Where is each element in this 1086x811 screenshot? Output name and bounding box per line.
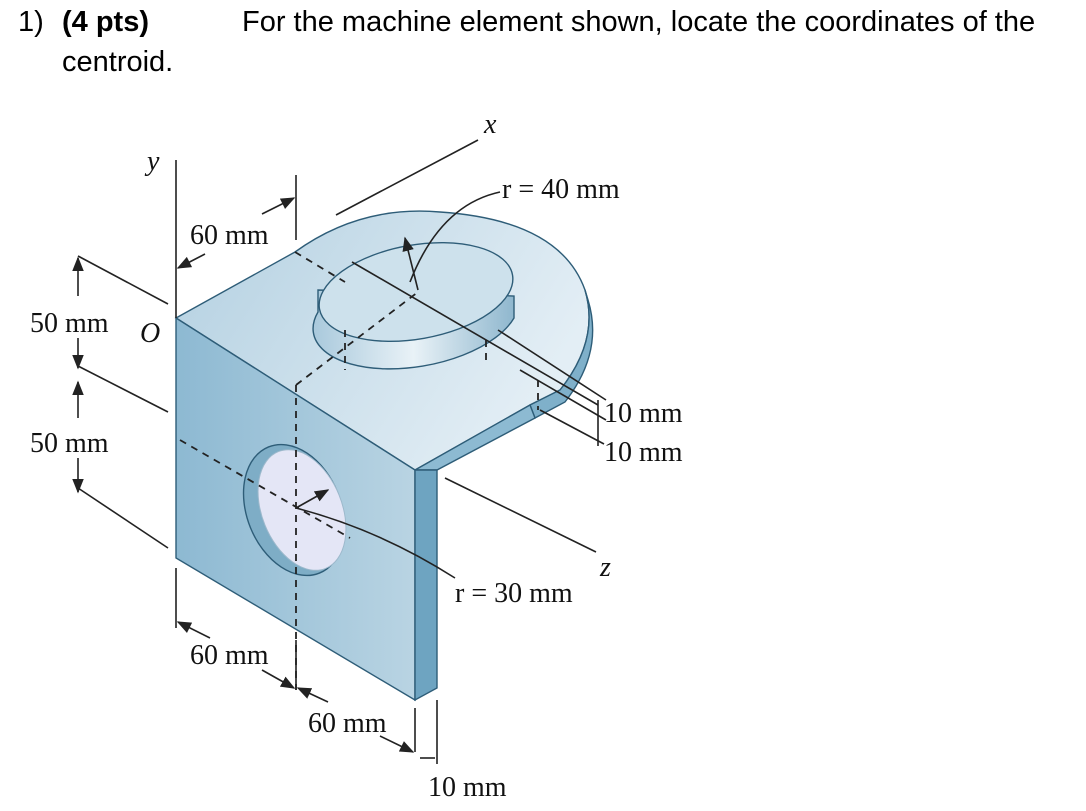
- radius-top-arrow: [402, 236, 419, 291]
- x-axis-line: [335, 139, 479, 216]
- dim-50-ext-bottom: [77, 487, 169, 549]
- dim-50-lower-label: 50 mm: [30, 428, 109, 459]
- vertical-plate-side: [414, 469, 438, 702]
- x-axis-label: x: [483, 109, 497, 140]
- radius-top-label: r = 40 mm: [502, 174, 620, 205]
- question-text-line2: centroid.: [62, 46, 174, 78]
- z-axis-label: z: [599, 552, 611, 583]
- dim-10-ext-top: [497, 329, 607, 401]
- radius-top-leader: [409, 191, 501, 283]
- dim-bottom-60-left-arrow2: [261, 669, 296, 689]
- dim-top-60-label: 60 mm: [190, 220, 269, 251]
- origin-label: O: [140, 318, 160, 349]
- problem-statement: 1) (4 pts) For the machine element shown…: [18, 6, 1082, 78]
- radius-hole-arrow: [295, 489, 330, 509]
- z-axis-line: [444, 477, 597, 553]
- cylinder-center-line: [351, 261, 599, 406]
- question-number: 1): [18, 6, 44, 38]
- radius-hole-label: r = 30 mm: [455, 578, 573, 609]
- y-axis-label: y: [144, 146, 160, 177]
- dim-bottom-60-right-arrow2: [379, 735, 415, 753]
- question-text-line1: For the machine element shown, locate th…: [242, 6, 1036, 38]
- dim-top-60-arrow-right: [261, 197, 296, 215]
- dim-bottom-60-right-label: 60 mm: [308, 708, 387, 739]
- dim-10-top-label: 10 mm: [604, 398, 683, 429]
- dim-bottom-60-left-arrow1: [176, 621, 211, 639]
- dim-50-ext-top: [77, 255, 169, 305]
- horizontal-plate-rim: [529, 289, 594, 419]
- hidden-line-hole-center: [179, 439, 351, 539]
- dim-50-ext-mid: [77, 365, 169, 413]
- radius-hole-leader: [295, 507, 456, 579]
- dim-bottom-60-left-label: 60 mm: [190, 640, 269, 671]
- dim-10-ext-mid: [519, 369, 607, 421]
- dim-plate-10-label: 10 mm: [428, 772, 507, 803]
- dim-10-ext-bottom: [539, 409, 605, 445]
- dim-bottom-60-right-arrow1: [296, 687, 329, 703]
- question-points: (4 pts): [62, 6, 149, 38]
- dim-top-60-arrow-left: [176, 253, 206, 269]
- dim-50-upper-label: 50 mm: [30, 308, 109, 339]
- hidden-line-top: [294, 251, 346, 283]
- dim-10-bottom-label: 10 mm: [604, 437, 683, 468]
